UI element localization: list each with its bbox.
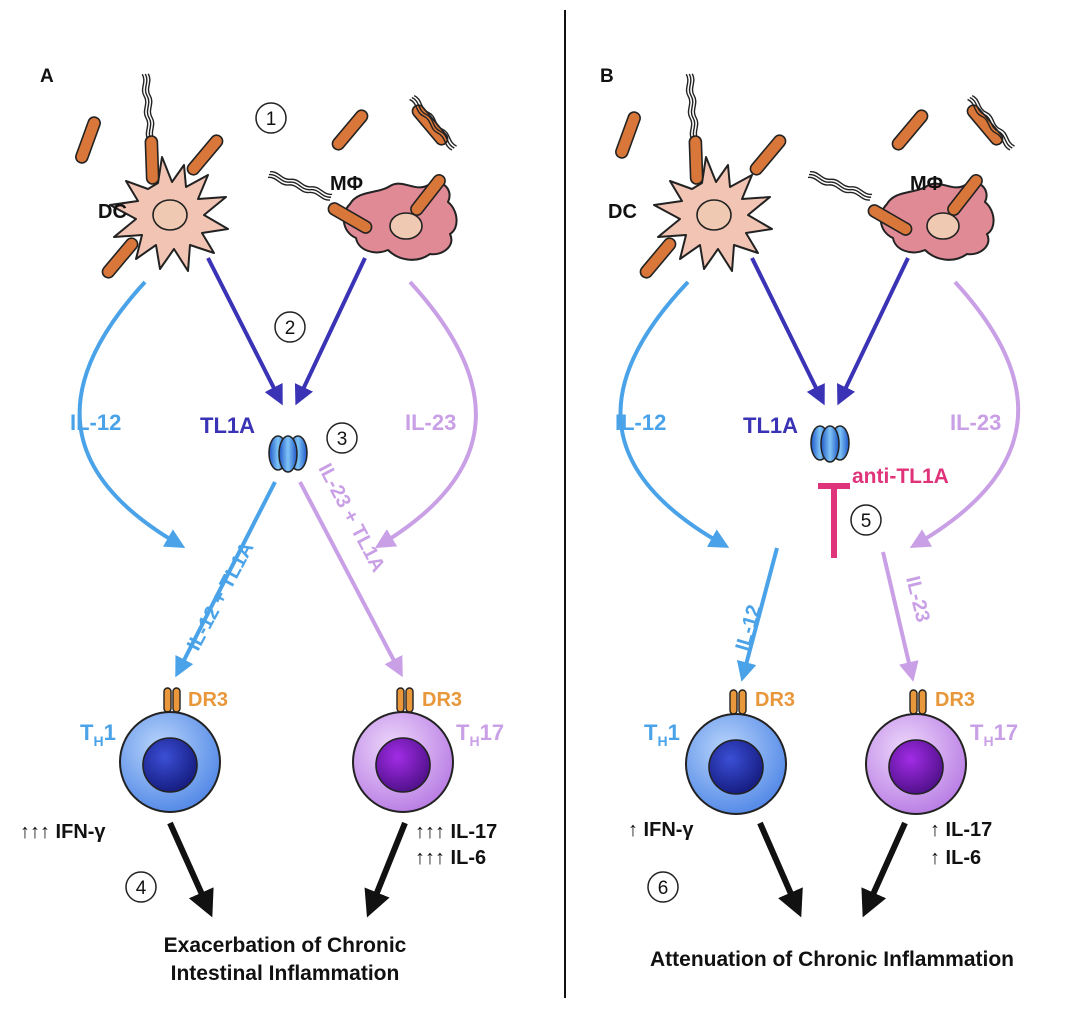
dr3-receptor-icon xyxy=(396,687,414,713)
flagella-icon xyxy=(407,94,459,152)
outcome-b: Attenuation of Chronic Inflammation xyxy=(650,948,1014,971)
th17-outcome-arrow xyxy=(364,821,408,918)
outcome-a-line2: Intestinal Inflammation xyxy=(171,962,400,985)
tl1a-label: TL1A xyxy=(200,413,255,438)
dc-to-tl1a-arrow xyxy=(206,257,283,406)
svg-text:3: 3 xyxy=(337,429,348,450)
ifn-gamma-output: ↑↑↑ IFN-γ xyxy=(20,821,106,843)
tl1a-label: TL1A xyxy=(743,413,798,438)
dc-to-tl1a-arrow xyxy=(750,257,825,406)
il17-output: ↑↑↑ IL-17 xyxy=(415,821,497,843)
bacterium-icon xyxy=(747,131,789,179)
dr3-receptor-icon xyxy=(729,689,747,715)
th1-label: TH1 xyxy=(644,720,680,749)
il12-lower-label: IL-12 xyxy=(732,602,766,653)
step-3-marker: 3 xyxy=(326,422,358,454)
dr3-label-right: DR3 xyxy=(935,689,975,711)
il12-label: IL-12 xyxy=(615,410,666,435)
bacterium-icon xyxy=(889,106,931,154)
step-2-marker: 2 xyxy=(274,311,306,343)
bacterium-icon xyxy=(184,131,226,179)
flagella-icon xyxy=(806,170,874,202)
il12-tl1a-label: IL-12 + TL1A xyxy=(183,539,259,655)
dr3-label-left: DR3 xyxy=(755,689,795,711)
mac-to-tl1a-arrow xyxy=(294,257,367,406)
th1-nucleus-icon xyxy=(708,739,764,795)
panel-b: B DC MΦ IL-12 IL-23 TL1A anti-TL1A 5 xyxy=(600,66,1021,971)
il23-tl1a-arrow xyxy=(298,481,403,678)
dr3-label-right: DR3 xyxy=(422,689,462,711)
dr3-receptor-icon xyxy=(163,687,181,713)
th17-nucleus-icon xyxy=(888,739,944,795)
il12-tl1a-arrow xyxy=(175,481,277,678)
svg-text:1: 1 xyxy=(266,109,277,130)
bacterium-icon xyxy=(637,234,679,282)
outcome-a-line1: Exacerbation of Chronic xyxy=(164,934,407,957)
svg-text:4: 4 xyxy=(136,878,147,899)
step-1-marker: 1 xyxy=(255,102,287,134)
th17-label: TH17 xyxy=(456,720,504,749)
panel-a-letter: A xyxy=(40,66,54,87)
il23-arrow xyxy=(909,280,1021,549)
bacterium-icon xyxy=(613,109,643,161)
panel-b-letter: B xyxy=(600,66,614,87)
th17-label: TH17 xyxy=(970,720,1018,749)
il12-arrow xyxy=(77,280,186,549)
anti-tl1a-label: anti-TL1A xyxy=(852,465,949,488)
svg-text:6: 6 xyxy=(658,878,669,899)
il6-output: ↑↑↑ IL-6 xyxy=(415,847,486,869)
il23-tl1a-label: IL-23 + TL1A xyxy=(314,460,390,576)
step-4-marker: 4 xyxy=(125,871,157,903)
macrophage-label: MΦ xyxy=(330,173,363,195)
il23-lower-arrow xyxy=(881,551,919,682)
flagella-icon xyxy=(684,72,700,141)
th17-nucleus-icon xyxy=(375,737,431,793)
bacterium-icon xyxy=(144,135,160,185)
bacterium-icon xyxy=(329,106,371,154)
il12-arrow xyxy=(618,280,730,548)
il12-lower-arrow xyxy=(736,547,779,682)
bacterium-icon xyxy=(688,135,704,185)
flagella-icon xyxy=(266,170,334,202)
bacterium-icon xyxy=(73,114,103,166)
bacterium-icon xyxy=(964,101,1006,149)
dc-label: DC xyxy=(98,201,127,223)
il23-label: IL-23 xyxy=(950,410,1001,435)
tl1a-trimer-icon xyxy=(810,425,850,463)
il17-output: ↑ IL-17 xyxy=(930,819,992,841)
tl1a-trimer-icon xyxy=(268,435,308,473)
step-6-marker: 6 xyxy=(647,871,679,903)
dr3-label-left: DR3 xyxy=(188,689,228,711)
svg-text:2: 2 xyxy=(285,318,296,339)
il23-label: IL-23 xyxy=(405,410,456,435)
dc-label: DC xyxy=(608,201,637,223)
il23-lower-label: IL-23 xyxy=(901,574,934,625)
th1-outcome-arrow xyxy=(167,821,214,918)
bacterium-icon xyxy=(99,234,141,282)
th1-nucleus-icon xyxy=(142,737,198,793)
il12-label: IL-12 xyxy=(70,410,121,435)
th1-outcome-arrow xyxy=(757,821,803,918)
il23-arrow xyxy=(374,280,478,549)
flagella-icon xyxy=(140,72,156,141)
th17-outcome-arrow xyxy=(861,821,908,918)
th1-label: TH1 xyxy=(80,720,116,749)
macrophage-label: MΦ xyxy=(910,173,943,195)
mac-to-tl1a-arrow xyxy=(837,257,910,406)
il6-output: ↑ IL-6 xyxy=(930,847,981,869)
svg-text:5: 5 xyxy=(861,511,872,532)
ifn-gamma-output: ↑ IFN-γ xyxy=(628,819,694,841)
panel-a: A DC MΦ 1 2 3 4 IL-12 IL-23 TL1A xyxy=(20,66,504,985)
step-5-marker: 5 xyxy=(850,504,882,536)
dr3-receptor-icon xyxy=(909,689,927,715)
